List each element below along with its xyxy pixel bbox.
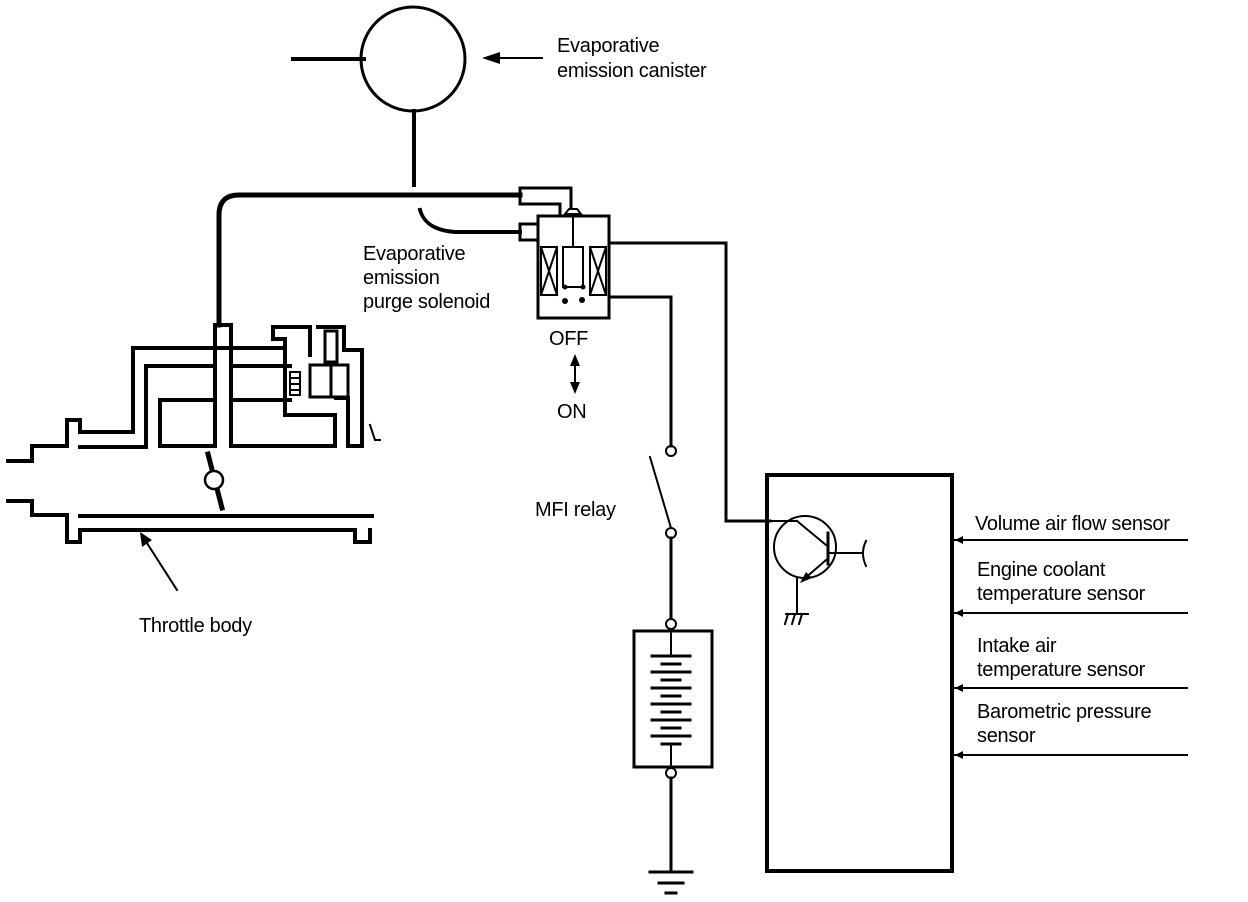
solenoid-lower-port (518, 222, 540, 242)
chassis-ground-tick (790, 612, 797, 626)
plunger-dot-left (562, 284, 568, 290)
coil-left-x2 (539, 245, 559, 297)
sensor-label: sensor (977, 725, 1036, 747)
canister-label-line1: Evaporative (557, 35, 659, 57)
plunger-dot-right (580, 284, 586, 290)
iac-plunger (323, 329, 339, 364)
mfi-relay-label: MFI relay (535, 499, 616, 521)
solenoid-coil-left (540, 246, 558, 296)
battery (632, 618, 714, 779)
battery-terminal-positive (665, 618, 677, 630)
throttle-body-label: Throttle body (139, 615, 252, 637)
collector (795, 519, 828, 547)
chassis-ground-tick (783, 612, 790, 626)
iac-outer (316, 325, 364, 448)
vacuum-hoses (216, 186, 573, 328)
ecu-input-3: Barometric pressure sensor (954, 701, 1188, 759)
throttle-body (6, 323, 381, 592)
transistor-icon (769, 515, 868, 626)
relay-switch-arm (648, 455, 673, 530)
upper-wall-outer (6, 346, 287, 463)
bypass-left (158, 398, 217, 448)
ecu-input-2: Intake air temperature sensor (954, 635, 1188, 692)
purge-solenoid-label-line3: purge solenoid (363, 291, 490, 313)
input-arrow-icon (955, 536, 963, 544)
right-flange-detail (368, 423, 381, 441)
ecu-box (765, 473, 954, 873)
purge-solenoid-label-line1: Evaporative (363, 243, 465, 265)
throttle-body-arrow-icon (140, 532, 152, 547)
throttle-shaft (203, 469, 225, 491)
canister-to-solenoid-hose (417, 207, 522, 234)
engine-control-unit[interactable] (765, 473, 954, 873)
solenoid-coil-right (589, 246, 607, 296)
throttle-to-solenoid-hose (216, 192, 523, 328)
canister-group: Evaporative emission canister (291, 5, 707, 187)
sensor-label: Barometric pressure (977, 701, 1152, 723)
bypass-right (229, 396, 337, 448)
canister-symbol (359, 5, 467, 113)
solenoid-body (536, 214, 611, 320)
solenoid-off-label: OFF (549, 328, 588, 350)
mfi-relay[interactable] (648, 445, 677, 539)
arrow-down-icon (570, 382, 580, 394)
purge-port-tube (213, 323, 233, 448)
sensor-label: Volume air flow sensor (975, 513, 1170, 535)
lower-wall-outer (6, 499, 372, 544)
upper-wall-inner (78, 364, 217, 449)
input-arrow-icon (955, 684, 963, 692)
sensor-label: Intake air (977, 635, 1057, 657)
ecu-input-0: Volume air flow sensor (954, 513, 1188, 544)
emitter-arrow-icon (800, 572, 812, 583)
sensor-label: Engine coolant (977, 559, 1106, 581)
canister-label-line2: emission canister (557, 60, 707, 82)
battery-cells (650, 654, 692, 746)
wiring (607, 241, 772, 523)
input-arrow-icon (955, 609, 963, 617)
ecu-input-1: Engine coolant temperature sensor (954, 559, 1188, 617)
solenoid-upper-port (518, 186, 573, 217)
relay-contact-top (665, 445, 677, 457)
iac-housing (271, 325, 312, 397)
canister-arrow-icon (482, 52, 500, 64)
seat-dot-right (579, 297, 585, 303)
solenoid-to-ecu-wire (607, 241, 772, 523)
sensor-label: temperature sensor (977, 583, 1146, 605)
seat-dot-left (562, 298, 568, 304)
throttle-body-leader-line (143, 538, 179, 592)
battery-case (632, 629, 714, 769)
ground-icon (648, 870, 694, 895)
iac-valve (308, 363, 350, 399)
valve-seat-top (562, 208, 584, 215)
arrow-up-icon (570, 354, 580, 366)
chassis-ground-icon (783, 612, 809, 626)
coil-right-x2 (588, 245, 608, 297)
purge-solenoid-label-line2: emission (363, 267, 440, 289)
solenoid-on-label: ON (557, 401, 586, 423)
purge-solenoid[interactable] (536, 208, 611, 320)
sensor-label: temperature sensor (977, 659, 1146, 681)
base-break (862, 539, 868, 568)
solenoid-plunger (562, 246, 584, 288)
chassis-ground-tick (797, 612, 804, 626)
solenoid-to-relay-wire (607, 295, 673, 448)
input-arrow-icon (955, 751, 963, 759)
